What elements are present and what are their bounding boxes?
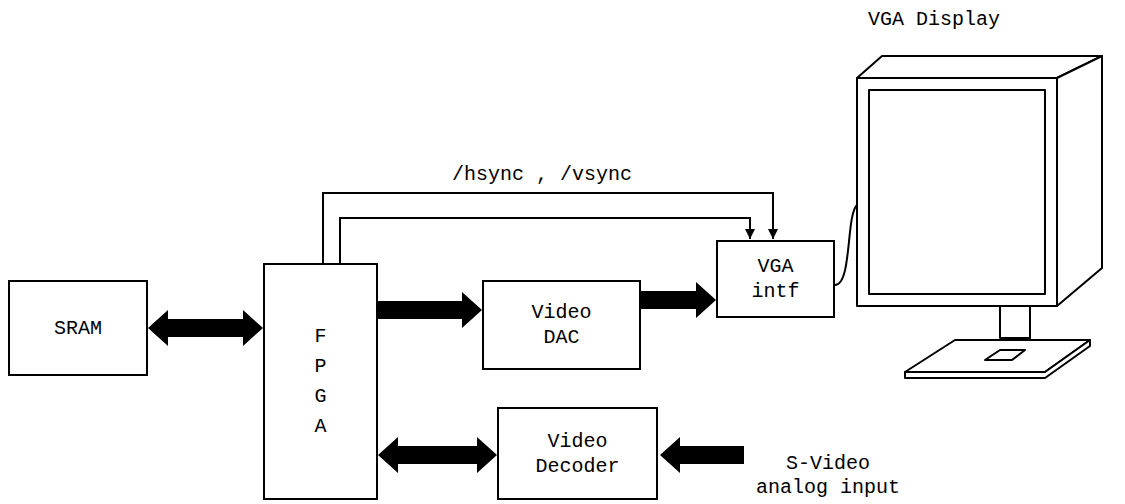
sync-line (323, 193, 773, 263)
data-bus-arrow (148, 310, 263, 346)
dac-box: Video DAC (482, 280, 641, 370)
vga-cable (835, 205, 857, 285)
svideo-input-arrow (660, 437, 744, 473)
vga-monitor (835, 56, 1102, 378)
input-arrow (660, 437, 744, 473)
fpga-box: FPGA (263, 263, 378, 500)
data-bus-arrow (378, 437, 497, 473)
sync-line (340, 218, 750, 263)
decoder-box: Video Decoder (497, 407, 658, 500)
node-text: Video Decoder (535, 429, 619, 479)
monitor-face (857, 78, 1057, 306)
monitor-side (1057, 56, 1102, 306)
device-label: VGA Display (868, 8, 1000, 32)
input-label: S-Video analog input (748, 452, 908, 500)
monitor-base (905, 340, 1090, 372)
signal-name: /hsync , /vsync (452, 163, 632, 187)
memory-box: SRAM (8, 280, 148, 376)
node-text: FPGA (311, 322, 331, 442)
data-bus-arrow (378, 292, 482, 328)
data-bus-arrow (641, 282, 716, 318)
monitor-base-mark (985, 350, 1025, 360)
monitor-screen (869, 90, 1045, 294)
interface-box: VGA intf (716, 240, 835, 318)
node-text: VGA intf (752, 254, 800, 304)
node-text: SRAM (54, 316, 102, 341)
node-text: Video DAC (531, 300, 591, 350)
monitor-base-edge (905, 340, 1090, 378)
